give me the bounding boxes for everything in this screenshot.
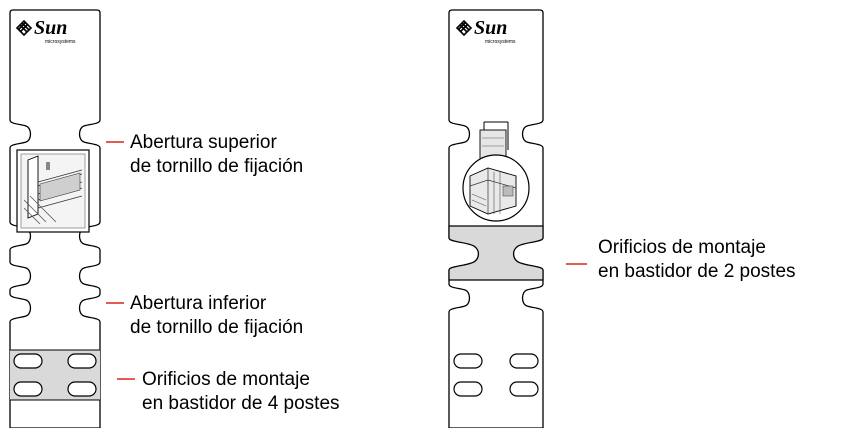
sun-logo: Sun microsystems <box>455 17 516 45</box>
logo-subtitle: microsystems <box>485 39 516 45</box>
lower-slot-label-line2: de tornillo de fijación <box>130 317 304 338</box>
rack-illustration <box>16 149 90 233</box>
two-post-highlight <box>448 225 544 281</box>
four-post-label-line2: en bastidor de 4 postes <box>142 393 340 414</box>
four-post-label-line1: Orificios de montaje <box>142 369 310 390</box>
upper-slot-label-line1: Abertura superior <box>130 132 277 153</box>
logo-brand: Sun <box>34 17 67 39</box>
four-post-holes <box>13 353 97 397</box>
four-post-label: Orificios de montaje en bastidor de 4 po… <box>142 368 340 416</box>
logo-subtitle: microsystems <box>45 39 76 45</box>
two-post-label-line2: en bastidor de 2 postes <box>598 261 796 282</box>
sun-logo-icon <box>455 19 473 37</box>
two-post-illustration <box>462 121 530 222</box>
two-post-label-line1: Orificios de montaje <box>598 237 766 258</box>
two-post-label: Orificios de montaje en bastidor de 2 po… <box>598 236 796 284</box>
left-template: Sun microsystems <box>9 9 135 429</box>
sun-logo-icon <box>15 19 33 37</box>
upper-slot-label: Abertura superior de tornillo de fijació… <box>130 131 303 179</box>
upper-slot-label-line2: de tornillo de fijación <box>130 156 304 177</box>
right-lower-holes <box>453 353 539 397</box>
logo-brand: Sun <box>474 17 507 39</box>
lower-slot-label-line1: Abertura inferior <box>130 293 267 314</box>
sun-logo: Sun microsystems <box>15 17 76 45</box>
lower-slot-label: Abertura inferior de tornillo de fijació… <box>130 292 303 340</box>
right-template: Sun microsystems <box>448 9 587 429</box>
